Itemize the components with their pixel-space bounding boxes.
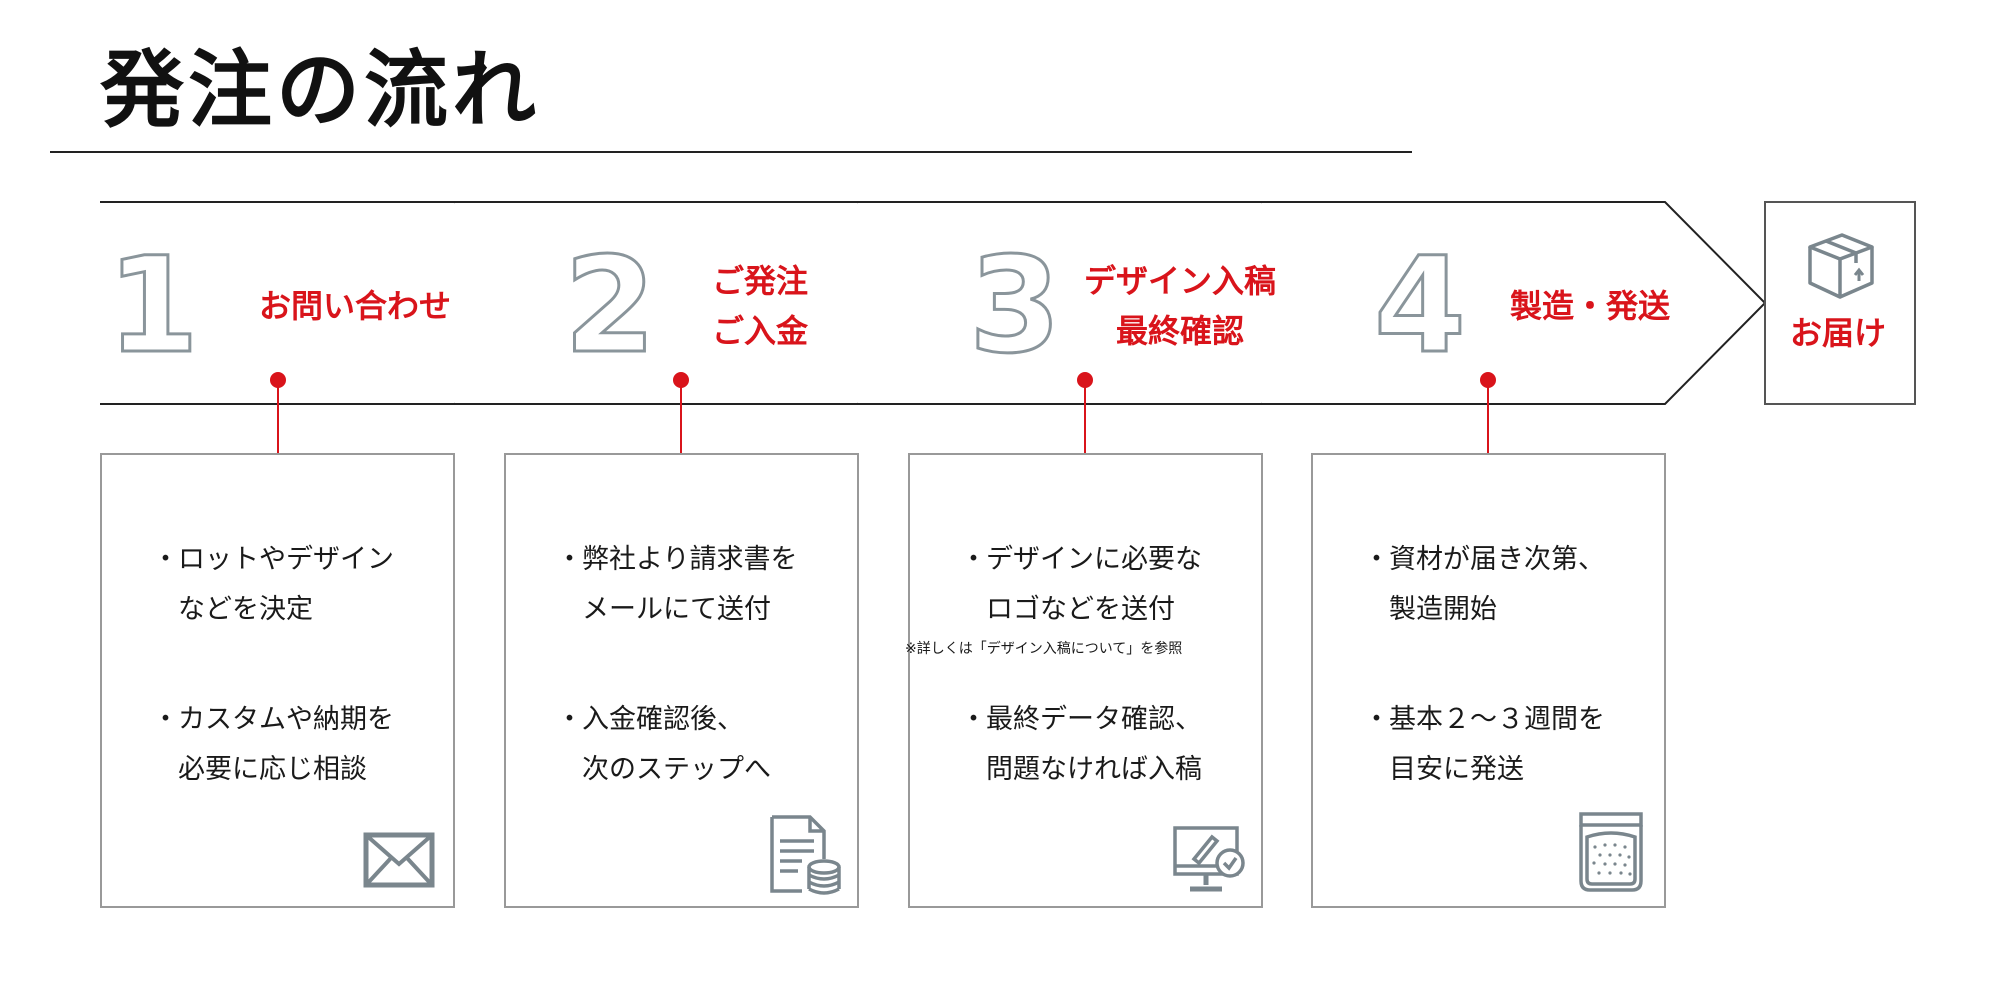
reference-note: ※詳しくは「デザイン入稿について」を参照 (905, 641, 1183, 657)
step-label-1: お問い合わせ (235, 281, 475, 331)
step-label-4: 製造・発送 (1470, 281, 1710, 331)
bullet-item: 弊社より請求書を メールにて送付 (556, 535, 847, 635)
bullet-text: 次のステップへ (582, 754, 771, 785)
bullet-text: 弊社より請求書を (556, 535, 847, 585)
bullet-text: 入金確認後、 (556, 695, 847, 745)
bullet-text: メールにて送付 (582, 594, 771, 625)
step-label-2: ご発注 ご入金 (640, 256, 880, 356)
title-divider (50, 151, 1412, 153)
step-label-line: ご発注 (711, 262, 808, 300)
detail-card-4: 資材が届き次第、 製造開始 基本２～３週間を 目安に発送 (1311, 453, 1666, 908)
bullet-text: ロットやデザイン (152, 535, 443, 585)
bullet-item: カスタムや納期を 必要に応じ相談 (152, 695, 443, 795)
step-label-line: お問い合わせ (258, 287, 451, 325)
bullet-text: 資材が届き次第、 (1363, 535, 1654, 585)
step-label-line: デザイン入稿 (1083, 262, 1276, 300)
bullet-item: 入金確認後、 次のステップへ (556, 695, 847, 795)
bullet-item: 最終データ確認、 問題なければ入稿 (960, 695, 1251, 795)
bullet-text: 最終データ確認、 (960, 695, 1251, 745)
package-box-icon (1808, 233, 1874, 299)
step-label-3: デザイン入稿 最終確認 (1060, 256, 1300, 356)
final-step-label: お届け (1789, 314, 1886, 352)
detail-card-3: デザインに必要な ロゴなどを送付 ※詳しくは「デザイン入稿について」を参照 最終… (905, 453, 1263, 908)
detail-card-2: 弊社より請求書を メールにて送付 入金確認後、 次のステップへ (504, 453, 859, 908)
monitor-design-check-icon (1173, 826, 1245, 892)
bullet-text: 基本２～３週間を (1363, 695, 1654, 745)
step-number-2: 2 (563, 229, 658, 383)
step-number-1: 1 (106, 229, 201, 383)
bullet-text: デザインに必要な (960, 535, 1251, 585)
bullet-text: カスタムや納期を (152, 695, 443, 745)
bullet-text: 問題なければ入稿 (986, 754, 1202, 785)
bullet-text: 目安に発送 (1389, 754, 1524, 785)
bullet-item: 資材が届き次第、 製造開始 (1363, 535, 1654, 635)
bullet-text: 製造開始 (1389, 594, 1497, 625)
detail-card-1: ロットやデザイン などを決定 カスタムや納期を 必要に応じ相談 (100, 453, 455, 908)
bullet-text: 必要に応じ相談 (178, 754, 367, 785)
step-number-3: 3 (968, 229, 1063, 383)
bullet-text: などを決定 (178, 594, 313, 625)
envelope-icon (363, 832, 435, 888)
bullet-item: 基本２～３週間を 目安に発送 (1363, 695, 1654, 795)
step-label-line: ご入金 (711, 312, 808, 350)
step-label-line: 製造・発送 (1509, 287, 1670, 325)
step-number-4: 4 (1373, 229, 1468, 383)
page-title: 発注の流れ (100, 41, 541, 139)
bullet-text: ロゴなどを送付 (986, 594, 1175, 625)
bullet-item: ロットやデザイン などを決定 (152, 535, 443, 635)
invoice-coins-icon (770, 815, 841, 895)
standup-pouch-icon (1579, 812, 1643, 892)
step-label-line: 最終確認 (1115, 312, 1244, 350)
bullet-item: デザインに必要な ロゴなどを送付 ※詳しくは「デザイン入稿について」を参照 (905, 535, 1251, 659)
